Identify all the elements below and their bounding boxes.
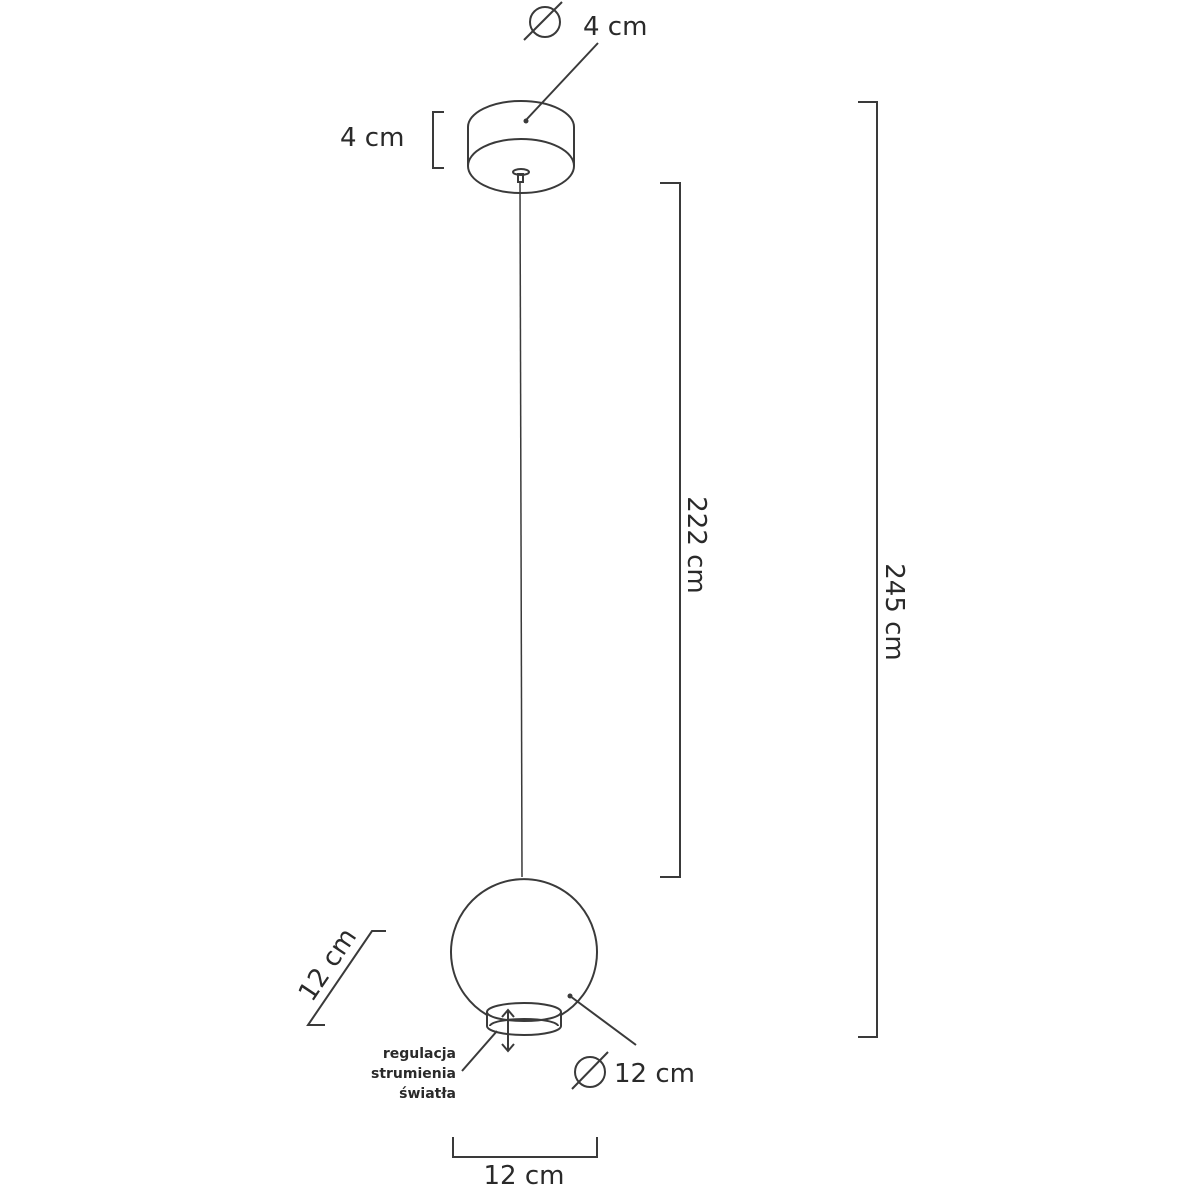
diameter-symbol-icon bbox=[523, 1, 563, 41]
globe-width-label: 12 cm bbox=[484, 1161, 565, 1191]
canopy-height-bracket bbox=[432, 111, 444, 169]
total-height-bracket bbox=[858, 101, 878, 1038]
canopy-height-label: 4 cm bbox=[340, 123, 404, 153]
double-arrow-icon bbox=[501, 1008, 515, 1053]
diameter-symbol-icon bbox=[571, 1051, 609, 1090]
globe-diameter-label: 12 cm bbox=[614, 1059, 695, 1089]
cable bbox=[519, 181, 523, 878]
canopy-leader-line bbox=[525, 42, 599, 121]
globe-height-bracket bbox=[306, 930, 386, 1026]
adjust-label-line-3: światła bbox=[399, 1086, 456, 1102]
cable-length-label: 222 cm bbox=[681, 496, 711, 594]
adjust-label-line-2: strumienia bbox=[371, 1066, 456, 1082]
cable-length-bracket bbox=[660, 182, 681, 878]
canopy-diameter-label: 4 cm bbox=[583, 12, 647, 42]
globe-shade bbox=[450, 878, 598, 1036]
globe-width-bracket bbox=[452, 1137, 598, 1158]
total-height-label: 245 cm bbox=[879, 563, 909, 661]
adjust-leader-line bbox=[461, 1030, 498, 1072]
globe-leader-line bbox=[569, 995, 637, 1046]
adjust-label-line-1: regulacja bbox=[383, 1046, 456, 1062]
ceiling-canopy bbox=[467, 100, 575, 194]
